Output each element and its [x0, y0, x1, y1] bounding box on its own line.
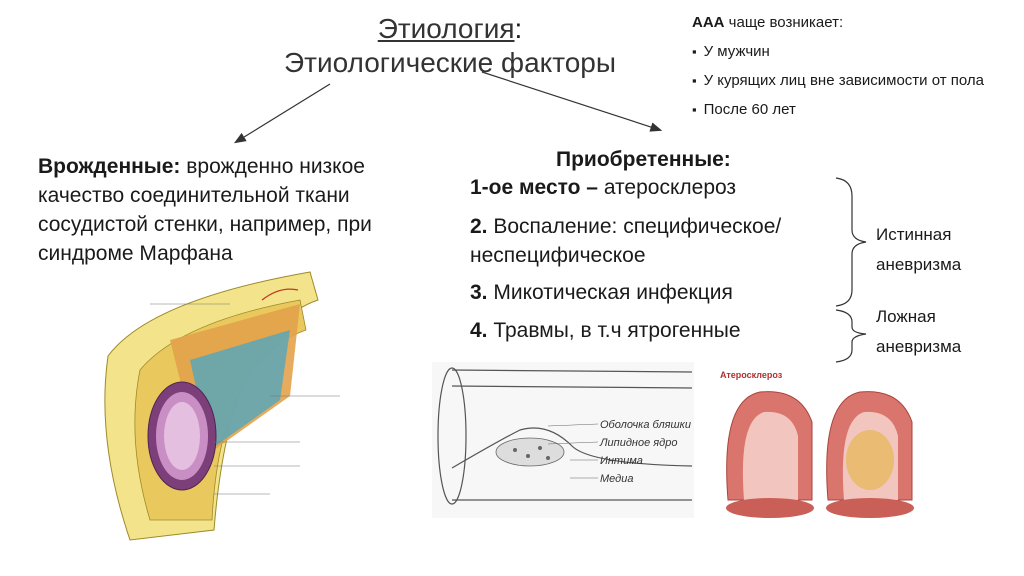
item-text: Травмы, в т.ч ятрогенные [487, 319, 741, 342]
atherosclerosis-illustration: Атеросклероз [720, 370, 914, 518]
plaque-label: Интима [600, 455, 643, 467]
false-aneurysm-label: Ложная аневризма [876, 307, 962, 356]
vessel-wall-illustration [104, 271, 340, 541]
title-heading: Этиология [377, 13, 515, 44]
plaque-label: Медиа [600, 473, 633, 485]
athero-title: Атеросклероз [720, 370, 783, 380]
list-item: У мужчин [692, 37, 984, 66]
note-item-text: У курящих лиц вне зависимости от пола [703, 72, 985, 89]
congenital-text: врожденно низкое качество соединительной… [38, 155, 372, 265]
page-title: Этиология: Этиологические факторы [0, 12, 900, 80]
note-list: У мужчин У курящих лиц вне зависимости о… [692, 37, 984, 124]
item-text: Микотическая инфекция [487, 281, 733, 304]
acquired-heading: Приобретенные: [556, 148, 731, 171]
item-text: атеросклероз [597, 176, 737, 199]
aaa-note: ААА чаще возникает: У мужчин У курящих л… [692, 8, 984, 124]
congenital-label: Врожденные: [38, 155, 181, 178]
plaque-label: Липидное ядро [599, 437, 677, 449]
note-item-text: У мужчин [703, 43, 770, 60]
title-colon: : [514, 13, 523, 44]
brace-false [835, 309, 867, 363]
acquired-item-1: 1-ое место – атеросклероз [470, 173, 736, 202]
item-number: 3. [470, 281, 488, 304]
acquired-item-3: 3. Микотическая инфекция [470, 278, 733, 307]
plaque-illustration: Оболочка бляшки Липидное ядро Интима Мед… [432, 362, 694, 518]
acquired-item-4: 4. Травмы, в т.ч ятрогенные [470, 316, 741, 345]
note-text: чаще возникает: [724, 14, 844, 31]
congenital-block: Врожденные: врожденно низкое качество со… [38, 152, 438, 268]
note-item-text: После 60 лет [703, 101, 796, 118]
plaque-label: Оболочка бляшки [600, 419, 691, 431]
item-number: 2. [470, 215, 488, 238]
item-text: Воспаление: специфическое/неспецифическо… [470, 215, 782, 267]
title-subheading: Этиологические факторы [284, 47, 616, 78]
note-prefix: ААА [692, 14, 725, 31]
list-item: У курящих лиц вне зависимости от пола [692, 66, 984, 95]
list-item: После 60 лет [692, 95, 984, 124]
acquired-item-2: 2. Воспаление: специфическое/неспецифиче… [470, 212, 850, 270]
true-aneurysm-label: Истинная аневризма [876, 225, 962, 274]
item-number: 1-ое место – [470, 176, 598, 199]
arrow-right [481, 71, 663, 132]
brace-true [835, 177, 867, 307]
item-number: 4. [470, 319, 488, 342]
arrow-left [233, 83, 331, 144]
